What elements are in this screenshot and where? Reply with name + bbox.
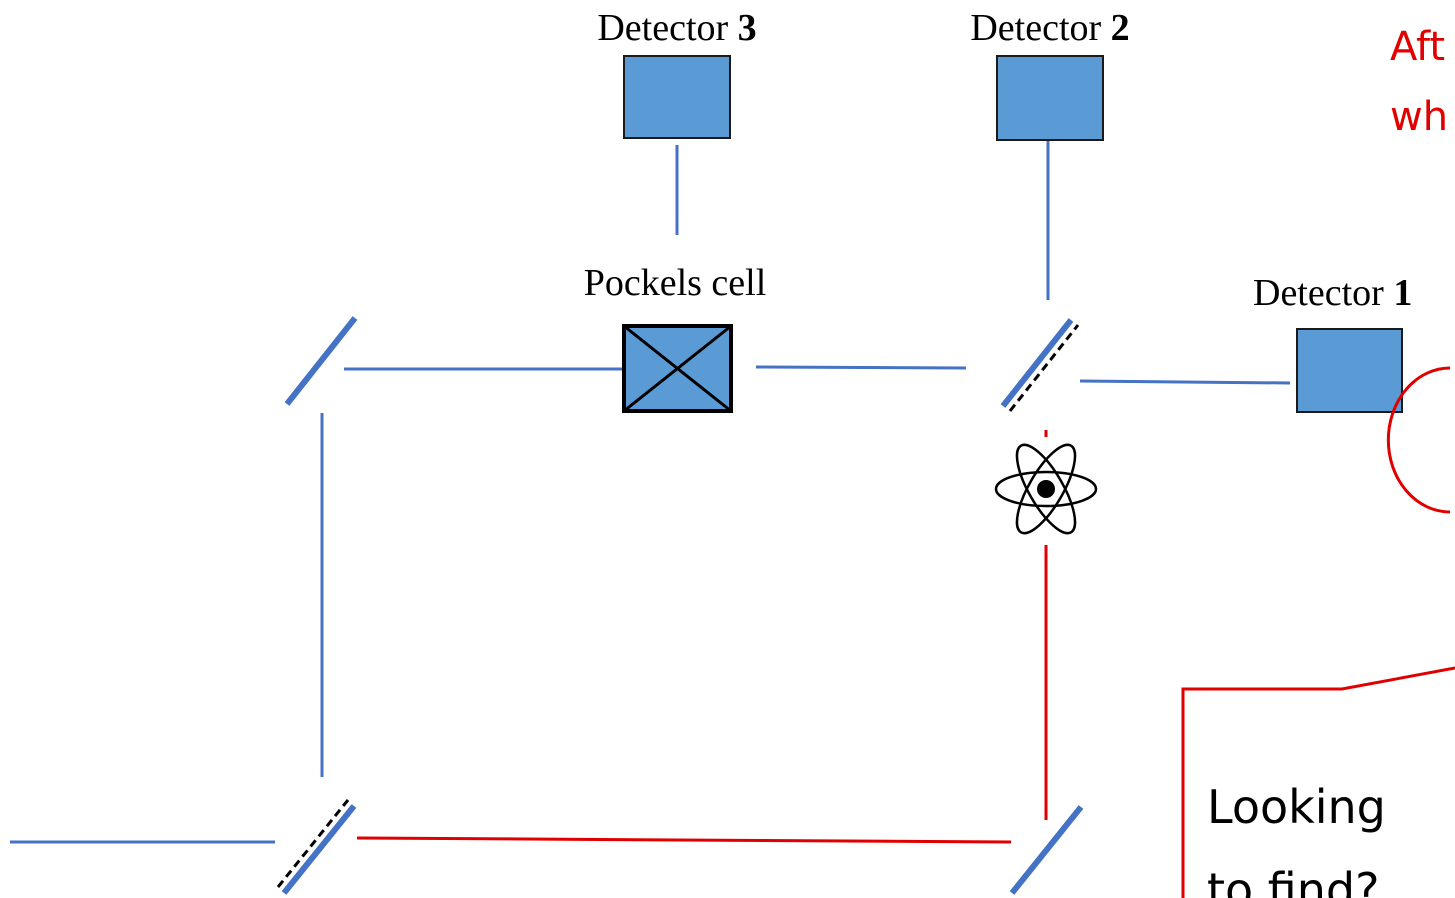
mirror-top-left	[284, 316, 358, 406]
pockels-cell	[622, 324, 733, 413]
detector-2-label: Detector 2	[970, 7, 1129, 49]
red-beam-bottom	[356, 836, 1012, 844]
detector-3-label: Detector 3	[597, 7, 756, 49]
callout-box	[1181, 666, 1455, 898]
mirror-bottom-right	[1009, 805, 1084, 895]
detector-1-label: Detector 1	[1253, 272, 1412, 314]
atom-icon	[994, 437, 1098, 541]
blue-beam-to-detector-1	[1079, 379, 1291, 385]
callout-line-1: Looking	[1207, 780, 1386, 834]
red-beam-paths	[356, 430, 1048, 844]
detector-3-box	[623, 55, 731, 139]
detector-2-box	[996, 55, 1104, 141]
highlight-circle-fragment	[1386, 366, 1451, 514]
pockels-cell-label: Pockels cell	[584, 262, 767, 304]
detector-1-box	[1296, 328, 1403, 413]
beam-splitter-bottom-left	[276, 799, 357, 895]
beam-splitter-top-right	[1000, 318, 1080, 412]
red-note-line-1: Aft	[1390, 24, 1445, 70]
red-note-line-2: wh	[1390, 94, 1448, 140]
callout-line-2: to find?	[1207, 863, 1380, 898]
blue-beam-paths	[10, 140, 1291, 844]
blue-beam-top-middle	[755, 365, 967, 370]
optics	[276, 316, 1084, 895]
